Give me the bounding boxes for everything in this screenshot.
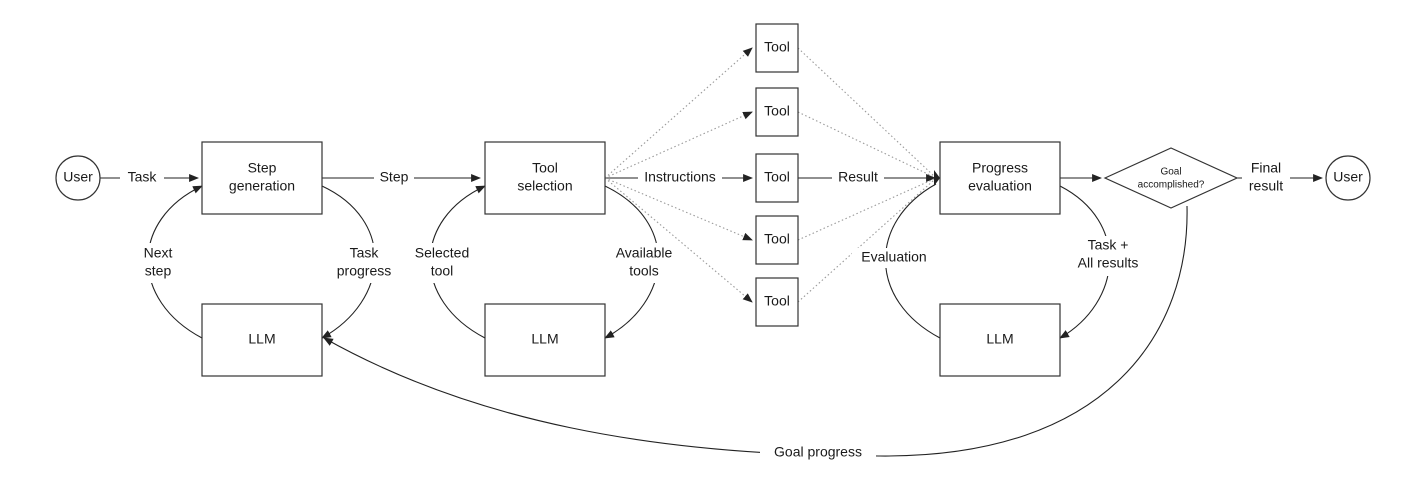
node-goal-decision-line1: Goal [1160, 167, 1181, 178]
node-tool-1 [755, 23, 799, 73]
node-user-end [1325, 155, 1371, 201]
edge-label-selected-tool-line1: Selected [415, 245, 469, 261]
node-progress-evaluation-line2: evaluation [968, 178, 1032, 194]
edge-label-task-progress-line1: Task [350, 245, 380, 261]
node-tool-selection-line2: selection [517, 178, 572, 194]
dotted-to-tool-2 [604, 111, 753, 179]
node-llm-1-label: LLM [248, 331, 275, 347]
node-tool-2-label: Tool [764, 103, 790, 119]
node-progress-evaluation-line1: Progress [972, 160, 1028, 176]
dotted-to-tool-5 [604, 177, 753, 303]
node-goal-decision [1103, 147, 1239, 209]
node-llm-3 [939, 303, 1061, 377]
node-llm-2 [484, 303, 606, 377]
node-user-start [55, 155, 101, 201]
edge-label-evaluation: Evaluation [861, 249, 926, 265]
dotted-from-tool-2 [797, 111, 935, 178]
node-progress-evaluation [939, 141, 1061, 215]
edge-label-result: Result [838, 169, 878, 185]
node-llm-1 [201, 303, 323, 377]
node-tool-4 [755, 215, 799, 265]
edge-label-next-step-line1: Next [144, 245, 173, 261]
nodes: User Step generation Tool selection Tool… [55, 23, 1371, 377]
edge-label-task-all-results-line2: All results [1078, 255, 1139, 271]
node-tool-5 [755, 277, 799, 327]
node-tool-selection [484, 141, 606, 215]
edge-label-available-tools-line2: tools [629, 263, 659, 279]
node-step-generation-line1: Step [248, 160, 277, 176]
dotted-from-tool-5 [797, 179, 935, 303]
edge-goal-progress [323, 205, 1188, 457]
edge-label-task: Task [128, 169, 158, 185]
node-tool-1-label: Tool [764, 39, 790, 55]
node-tool-4-label: Tool [764, 231, 790, 247]
edge-labels: Task Step Instructions Result Final resu… [120, 156, 1290, 464]
node-tool-2 [755, 87, 799, 137]
node-tool-3 [755, 153, 799, 203]
node-goal-decision-line2: accomplished? [1138, 180, 1205, 191]
edge-label-available-tools-line1: Available [616, 245, 673, 261]
node-step-generation [201, 141, 323, 215]
edge-label-goal-progress: Goal progress [774, 444, 862, 460]
dotted-to-tool-4 [604, 177, 753, 241]
edge-label-final-result-line1: Final [1251, 160, 1281, 176]
node-tool-3-label: Tool [764, 169, 790, 185]
dotted-from-tool-1 [797, 47, 935, 177]
node-tool-selection-line1: Tool [532, 160, 558, 176]
edge-label-final-result-line2: result [1249, 178, 1283, 194]
dotted-to-tool-1 [604, 47, 753, 179]
node-llm-3-label: LLM [986, 331, 1013, 347]
edge-label-task-all-results-line1: Task + [1088, 237, 1129, 253]
node-user-start-label: User [63, 169, 93, 185]
node-step-generation-line2: generation [229, 178, 295, 194]
node-tool-5-label: Tool [764, 293, 790, 309]
node-user-end-label: User [1333, 169, 1363, 185]
edge-label-instructions: Instructions [644, 169, 716, 185]
merge-junction [934, 170, 940, 186]
dotted-from-tool-4 [797, 178, 935, 241]
node-llm-2-label: LLM [531, 331, 558, 347]
edge-label-selected-tool-line2: tool [431, 263, 454, 279]
edge-label-next-step-line2: step [145, 263, 172, 279]
edge-label-task-progress-line2: progress [337, 263, 391, 279]
edge-label-step: Step [380, 169, 409, 185]
